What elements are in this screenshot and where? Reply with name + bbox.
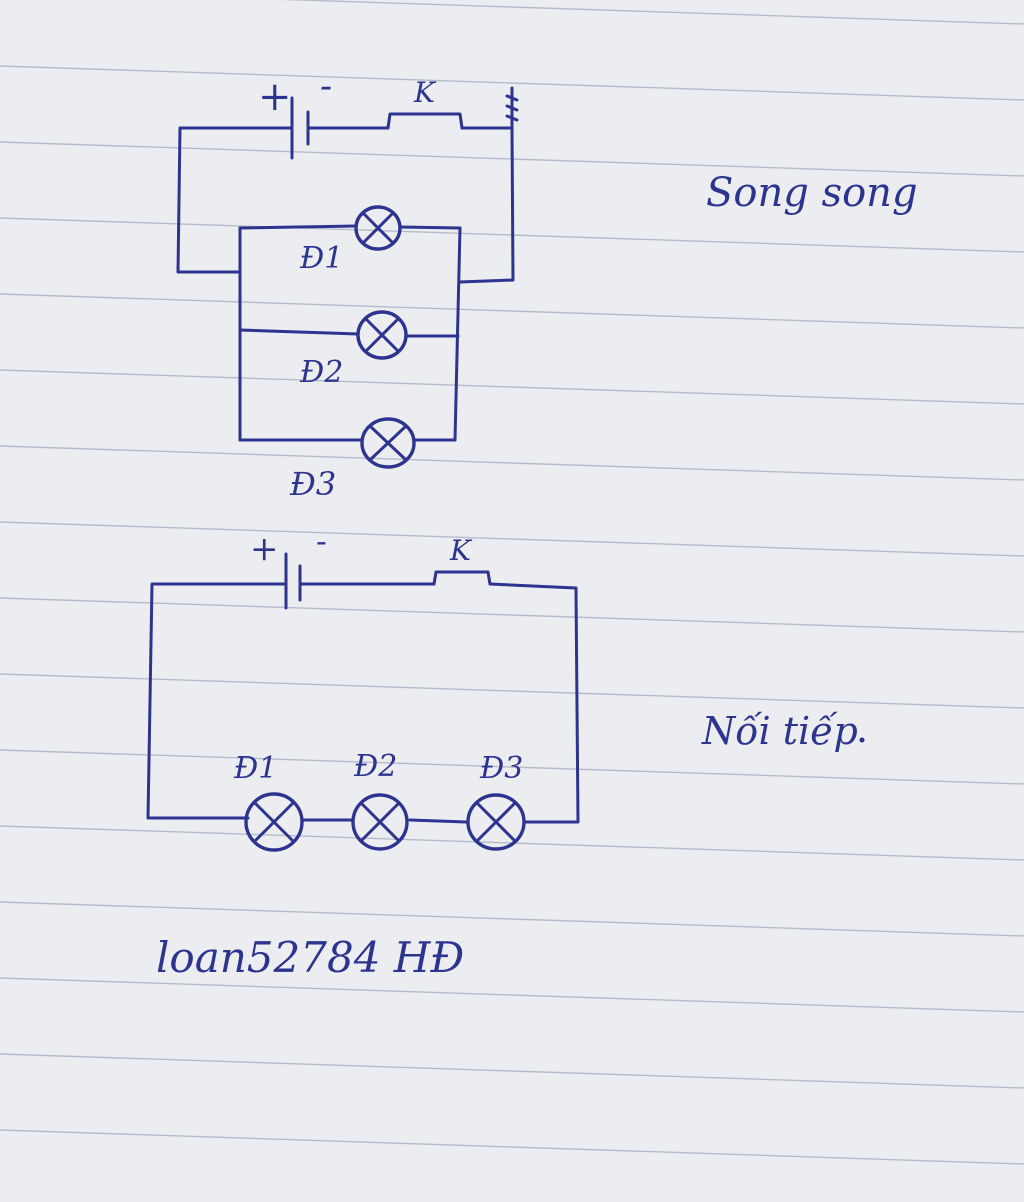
signature: loan52784 HĐ (156, 933, 464, 982)
parallel-switch-label: K (413, 76, 437, 109)
series-lamp-2 (351, 793, 409, 851)
parallel-lamp-label-1: Đ1 (299, 241, 343, 276)
parallel-switch (386, 112, 464, 130)
series-right-wire (488, 582, 580, 824)
parallel-battery-plus: + (258, 74, 292, 120)
series-label-dot (859, 737, 865, 743)
ruled-line (0, 977, 1024, 1013)
parallel-battery (290, 96, 310, 160)
series-battery (284, 552, 302, 610)
parallel-lamp-label-2: Đ2 (299, 355, 343, 390)
parallel-branch-1 (238, 224, 462, 230)
series-lamp-1 (244, 792, 304, 852)
ruled-line (0, 749, 1024, 785)
series-mid-wires (300, 818, 468, 824)
series-lamp-label-3: Đ3 (479, 751, 523, 786)
series-switch-label: K (449, 534, 473, 567)
ruled-line (0, 369, 1024, 405)
ruled-line (0, 293, 1024, 329)
parallel-battery-minus: - (320, 66, 332, 107)
parallel-right-wire (458, 126, 515, 284)
parallel-lamp-label-3: Đ3 (289, 465, 336, 503)
series-battery-plus: + (250, 529, 279, 569)
series-left-wire (146, 582, 288, 820)
parallel-circuit: + - K Đ1 Đ2 Đ3 Song song (176, 66, 918, 503)
parallel-lamp-2 (356, 310, 408, 360)
ruled-line (0, 673, 1024, 709)
series-switch (432, 570, 492, 586)
ruled-line (0, 521, 1024, 557)
parallel-right-hatch (505, 86, 519, 130)
ruled-line (0, 65, 1024, 101)
ruled-line (0, 901, 1024, 937)
parallel-branch-2 (238, 328, 460, 338)
series-battery-minus: - (316, 522, 327, 560)
series-circuit: + - K Đ1 Đ2 Đ3 Nối tiếp (146, 522, 865, 852)
ruled-line (0, 597, 1024, 633)
ruled-line (0, 1053, 1024, 1089)
parallel-right-bus (453, 226, 462, 442)
ruled-line (0, 445, 1024, 481)
series-circuit-label: Nối tiếp (701, 709, 858, 753)
parallel-lamp-3 (360, 417, 416, 469)
parallel-outer-wire (176, 126, 294, 274)
parallel-circuit-label: Song song (706, 170, 918, 216)
parallel-lamp-1 (354, 205, 402, 251)
series-lamp-label-2: Đ2 (353, 749, 397, 784)
series-lamp-label-1: Đ1 (233, 751, 277, 786)
series-lamp-3 (466, 793, 526, 851)
ruled-line (280, 0, 1024, 25)
ruled-line (0, 1129, 1024, 1165)
